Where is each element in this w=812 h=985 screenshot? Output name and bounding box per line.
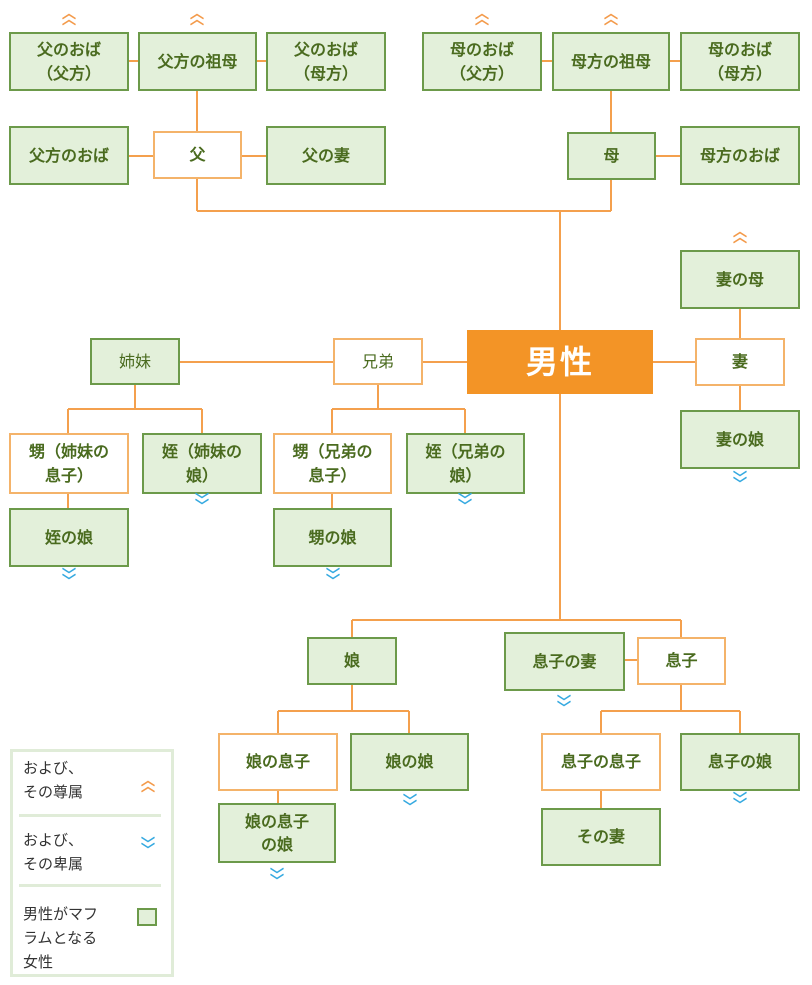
node-brother-daughter: 姪（兄弟の 娘） [406,433,525,494]
descendant-chevron-icon: ﹀﹀ [733,471,747,493]
legend-mahram-label: 男性がマフ ラムとなる 女性 [23,905,99,971]
node-son-wife: 息子の妻 [504,632,625,691]
ascendant-chevron-icon: ︿︿ [604,6,618,28]
node-paternal-aunt-of-father-paternal: 父のおば （父方） [9,32,129,91]
descendant-chevron-icon: ﹀﹀ [195,493,209,515]
node-paternal-grandmother: 父方の祖母 [138,32,257,91]
node-daughter: 娘 [307,637,397,685]
node-mother-aunt-paternal: 母のおば （父方） [422,32,542,91]
node-daughter-son-daughter: 娘の息子 の娘 [218,803,336,863]
ascendant-chevron-icon: ︿︿ [733,224,747,246]
node-son-son: 息子の息子 [541,733,661,791]
node-sister-daughter: 姪（姉妹の 娘） [142,433,262,494]
node-wife: 妻 [695,338,785,386]
legend-divider [19,884,161,887]
ascendant-chevron-icon: ︿︿ [190,6,204,28]
node-mother: 母 [567,132,656,180]
legend-divider [19,814,161,817]
descendant-chevron-icon: ﹀﹀ [733,792,747,814]
descendant-chevron-icon: ﹀﹀ [62,568,76,590]
node-father-wife: 父の妻 [266,126,386,185]
center-male: 男性 [467,330,653,394]
node-brother: 兄弟 [333,338,423,385]
legend-descendants-label: および、 その卑属 [23,831,84,873]
descendant-chevron-icon: ﹀﹀ [270,868,284,890]
node-daughter-daughter: 娘の娘 [350,733,469,791]
ascendant-chevron-icon: ︿︿ [62,6,76,28]
descendant-chevron-icon: ﹀﹀ [326,568,340,590]
legend-mahram-swatch [137,908,157,926]
node-mother-aunt-maternal: 母のおば （母方） [680,32,800,91]
node-son-daughter: 息子の娘 [680,733,800,791]
descendant-chevron-icon: ﹀﹀ [557,695,571,717]
legend-ascendants-label: および、 その尊属 [23,759,84,801]
node-paternal-aunt-of-father-maternal: 父のおば （母方） [266,32,386,91]
descendant-chevron-icon: ﹀﹀ [458,493,472,515]
node-brother-son-daughter: 甥の娘 [273,508,392,567]
node-son-son-wife: その妻 [541,808,661,866]
node-daughter-son: 娘の息子 [218,733,338,791]
node-brother-son: 甥（兄弟の 息子） [273,433,392,494]
node-wife-mother: 妻の母 [680,250,800,309]
legend-ascendant-chevron-icon: ︿︿ [141,773,155,795]
node-sister-son-daughter: 姪の娘 [9,508,129,567]
node-sister-son: 甥（姉妹の 息子） [9,433,129,494]
node-maternal-grandmother: 母方の祖母 [552,32,670,91]
node-maternal-aunt: 母方のおば [680,126,800,185]
node-father: 父 [153,131,242,179]
node-wife-daughter: 妻の娘 [680,410,800,469]
legend: および、 その尊属 ︿︿ および、 その卑属 ﹀﹀ 男性がマフ ラムとなる 女性 [10,749,174,977]
node-paternal-aunt: 父方のおば [9,126,129,185]
descendant-chevron-icon: ﹀﹀ [403,794,417,816]
legend-descendant-chevron-icon: ﹀﹀ [141,837,155,859]
ascendant-chevron-icon: ︿︿ [475,6,489,28]
node-son: 息子 [637,637,726,685]
node-sister: 姉妹 [90,338,180,385]
